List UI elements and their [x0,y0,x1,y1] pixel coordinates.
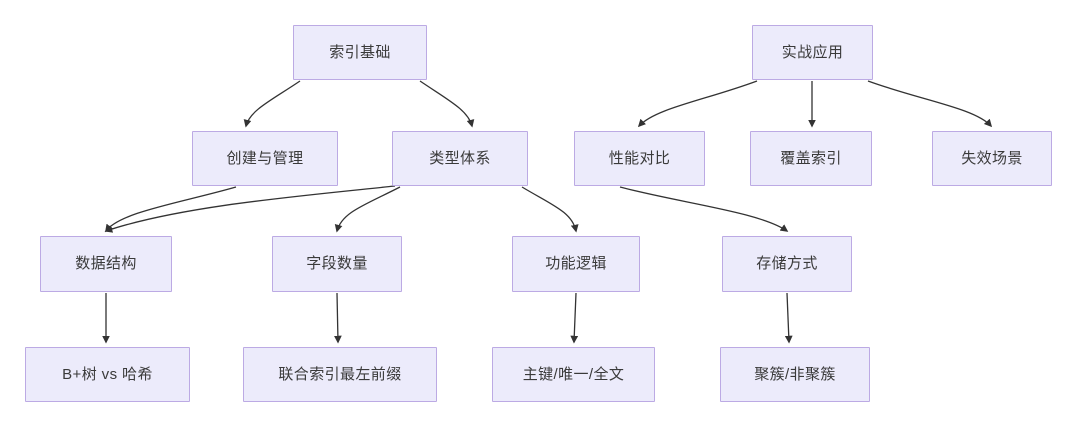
node-label: 存储方式 [756,255,818,272]
node-label: 数据结构 [75,255,137,272]
edge-leixingtixi-to-gongnengluoji [521,186,579,233]
edge-ziduanshuliang-to-lianhesuoyin [333,292,342,344]
node-label: 失效场景 [961,149,1023,167]
node-label: 聚簇/非聚簇 [754,365,836,383]
edge-shizhanyingyong-to-shixiaochangjing [867,80,993,128]
node-label: 联合索引最左前缀 [278,365,402,383]
edge-shizhanyingyong-to-xingnengduibi [637,80,758,128]
node-juzu-feijuzu[interactable]: 聚簇/非聚簇 [720,347,870,402]
node-shizhanyingyong[interactable]: 实战应用 [752,25,873,80]
node-fugaisuoyin[interactable]: 覆盖索引 [750,131,872,186]
node-label: B+树 vs 哈希 [62,365,153,383]
node-xingnengduibi[interactable]: 性能对比 [574,131,705,186]
node-label: 覆盖索引 [780,149,842,167]
node-suoyinjichu[interactable]: 索引基础 [293,25,427,80]
node-chuangjianyuguanli[interactable]: 创建与管理 [192,131,338,186]
node-gongnengluoji[interactable]: 功能逻辑 [512,236,640,292]
edge-leixingtixi-to-ziduanshuliang [334,186,401,233]
node-label: 功能逻辑 [545,255,607,272]
node-label: 性能对比 [608,149,671,167]
node-shixiaochangjing[interactable]: 失效场景 [932,131,1052,186]
edge-cunchufangshi-to-juzu [784,292,793,344]
node-ziduanshuliang[interactable]: 字段数量 [272,236,402,292]
node-label: 主键/唯一/全文 [522,365,625,383]
node-shujujiegou[interactable]: 数据结构 [40,236,172,292]
edge-chuangjianyuguanli-to-shujujiegou [105,186,237,233]
node-bshu-vs-hash[interactable]: B+树 vs 哈希 [25,347,190,402]
edge-xingnengduibi-to-cunchufangshi [619,186,789,232]
node-label: 字段数量 [306,255,368,272]
edge-suoyinjichu-to-leixingtixi [419,80,475,128]
edge-leixingtixi-to-shujujiegou [104,185,396,233]
node-label: 索引基础 [329,43,391,61]
node-label: 类型体系 [429,149,491,167]
node-zhujian-weiyi-quanwen[interactable]: 主键/唯一/全文 [492,347,655,402]
node-lianhesuoyin-zuizuoqianzhui[interactable]: 联合索引最左前缀 [243,347,437,402]
edge-gongnengluoji-to-zhujian [570,292,579,344]
node-cunchufangshi[interactable]: 存储方式 [722,236,852,292]
node-leixingtixi[interactable]: 类型体系 [392,131,528,186]
edge-suoyinjichu-to-chuangjianyuguanli [243,80,301,128]
node-label: 实战应用 [781,43,844,61]
node-label: 创建与管理 [226,149,304,167]
